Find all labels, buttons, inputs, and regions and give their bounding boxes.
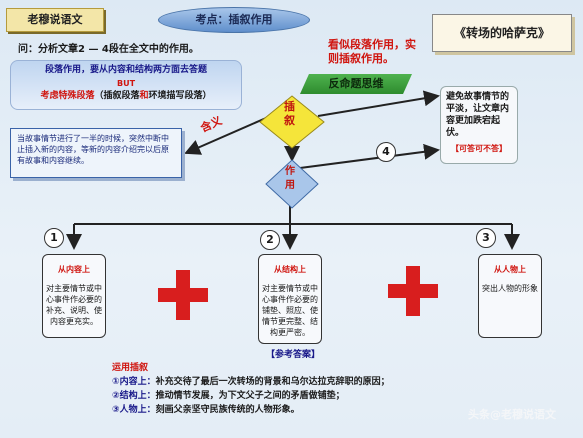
answer-key-3: ③人物上： <box>112 405 156 415</box>
arrow-4 <box>299 143 440 169</box>
red-note: 看似段落作用，实则插叙作用。 <box>328 38 416 65</box>
function-line2: BUT <box>116 79 136 88</box>
answer-value-2: 推动情节发展，为下文父子之间的矛盾做铺垫； <box>155 391 345 401</box>
answer-list: 运用插叙 ①内容上：补充交待了最后一次转场的背景和乌尔达拉克辞职的原因； ②结构… <box>112 361 390 417</box>
meaning-note: 当故事情节进行了一半的时候，突然中断中止插入新的内容，等新的内容介绍完以后原有故… <box>10 128 182 178</box>
panel-structure: 从结构上 对主要情节或中心事件作必要的铺垫、照应、使情节更完整、结构更严密。 <box>258 254 322 344</box>
answer-value-3: 刻画父亲坚守民族传统的人物形象。 <box>155 405 300 415</box>
function-line1: 段落作用，要从内容和结构两方面去答题 <box>44 65 207 75</box>
effect-note-text: 避免故事情节的平淡，让文章内容更加跌宕起伏。 <box>446 92 510 138</box>
answer-head: 运用插叙 <box>112 363 149 373</box>
watermark: 头条@老穆说语文 <box>468 408 556 421</box>
panel-content-body: 对主要情节或中心事件作必要的补充、说明、使内容更充实。 <box>46 284 102 326</box>
answer-item-2: ②结构上：推动情节发展，为下文父子之间的矛盾做铺垫； <box>112 389 390 403</box>
reverse-thinking-banner: 反命题思维 <box>300 74 412 94</box>
step-1-badge: 1 <box>44 228 64 248</box>
step-3-badge: 3 <box>476 228 496 248</box>
plus-icon <box>388 266 438 316</box>
function-line3: 考虑特殊段落（插叙段落和环境描写段落） <box>11 90 241 103</box>
diamond-flashback <box>259 95 325 149</box>
and-label: 和 <box>139 91 149 101</box>
environment-paragraph-label: 环境描写段落） <box>148 91 212 101</box>
article-title: 《转场的哈萨克》 <box>432 14 572 52</box>
panel-content-head: 从内容上 <box>58 265 90 274</box>
flashback-paragraph-label: （插叙段落 <box>94 91 140 101</box>
answer-key-1: ①内容上： <box>112 377 156 387</box>
step-4-badge: 4 <box>376 142 396 162</box>
brand-label: 老穆说语文 <box>6 8 104 32</box>
arrow-to-meaning <box>184 117 267 155</box>
effect-note-optional: 【可答可不答】 <box>451 144 507 153</box>
function-box: 段落作用，要从内容和结构两方面去答题 BUT 考虑特殊段落（插叙段落和环境描写段… <box>10 60 242 110</box>
diamond-function <box>265 159 319 209</box>
answer-value-1: 补充交待了最后一次转场的背景和乌尔达拉克辞职的原因； <box>155 377 390 387</box>
step-2-badge: 2 <box>260 230 280 250</box>
diamond-flashback-label: 插叙 <box>284 100 295 127</box>
panel-character: 从人物上 突出人物的形象 <box>478 254 542 338</box>
special-paragraph-label: 考虑特殊段落 <box>40 91 95 101</box>
effect-note: 避免故事情节的平淡，让文章内容更加跌宕起伏。 【可答可不答】 <box>440 86 518 164</box>
panel-structure-head: 从结构上 <box>274 265 306 274</box>
answer-item-1: ①内容上：补充交待了最后一次转场的背景和乌尔达拉克辞职的原因； <box>112 375 390 389</box>
topic-oval: 考点：插叙作用 <box>158 7 310 33</box>
question-text: 问：分析文章2 — 4段在全文中的作用。 <box>18 44 199 55</box>
arrow-to-effect <box>317 90 440 117</box>
answer-key-2: ②结构上： <box>112 391 156 401</box>
diamond-function-label: 作用 <box>285 166 295 191</box>
panel-content: 从内容上 对主要情节或中心事件作必要的补充、说明、使内容更充实。 <box>42 254 106 338</box>
answer-title: 【参考答案】 <box>266 350 321 360</box>
panel-structure-body: 对主要情节或中心事件作必要的铺垫、照应、使情节更完整、结构更严密。 <box>262 284 318 337</box>
answer-item-3: ③人物上：刻画父亲坚守民族传统的人物形象。 <box>112 403 390 417</box>
plus-icon <box>158 270 208 320</box>
panel-character-head: 从人物上 <box>494 265 526 274</box>
panel-character-body: 突出人物的形象 <box>482 284 538 293</box>
